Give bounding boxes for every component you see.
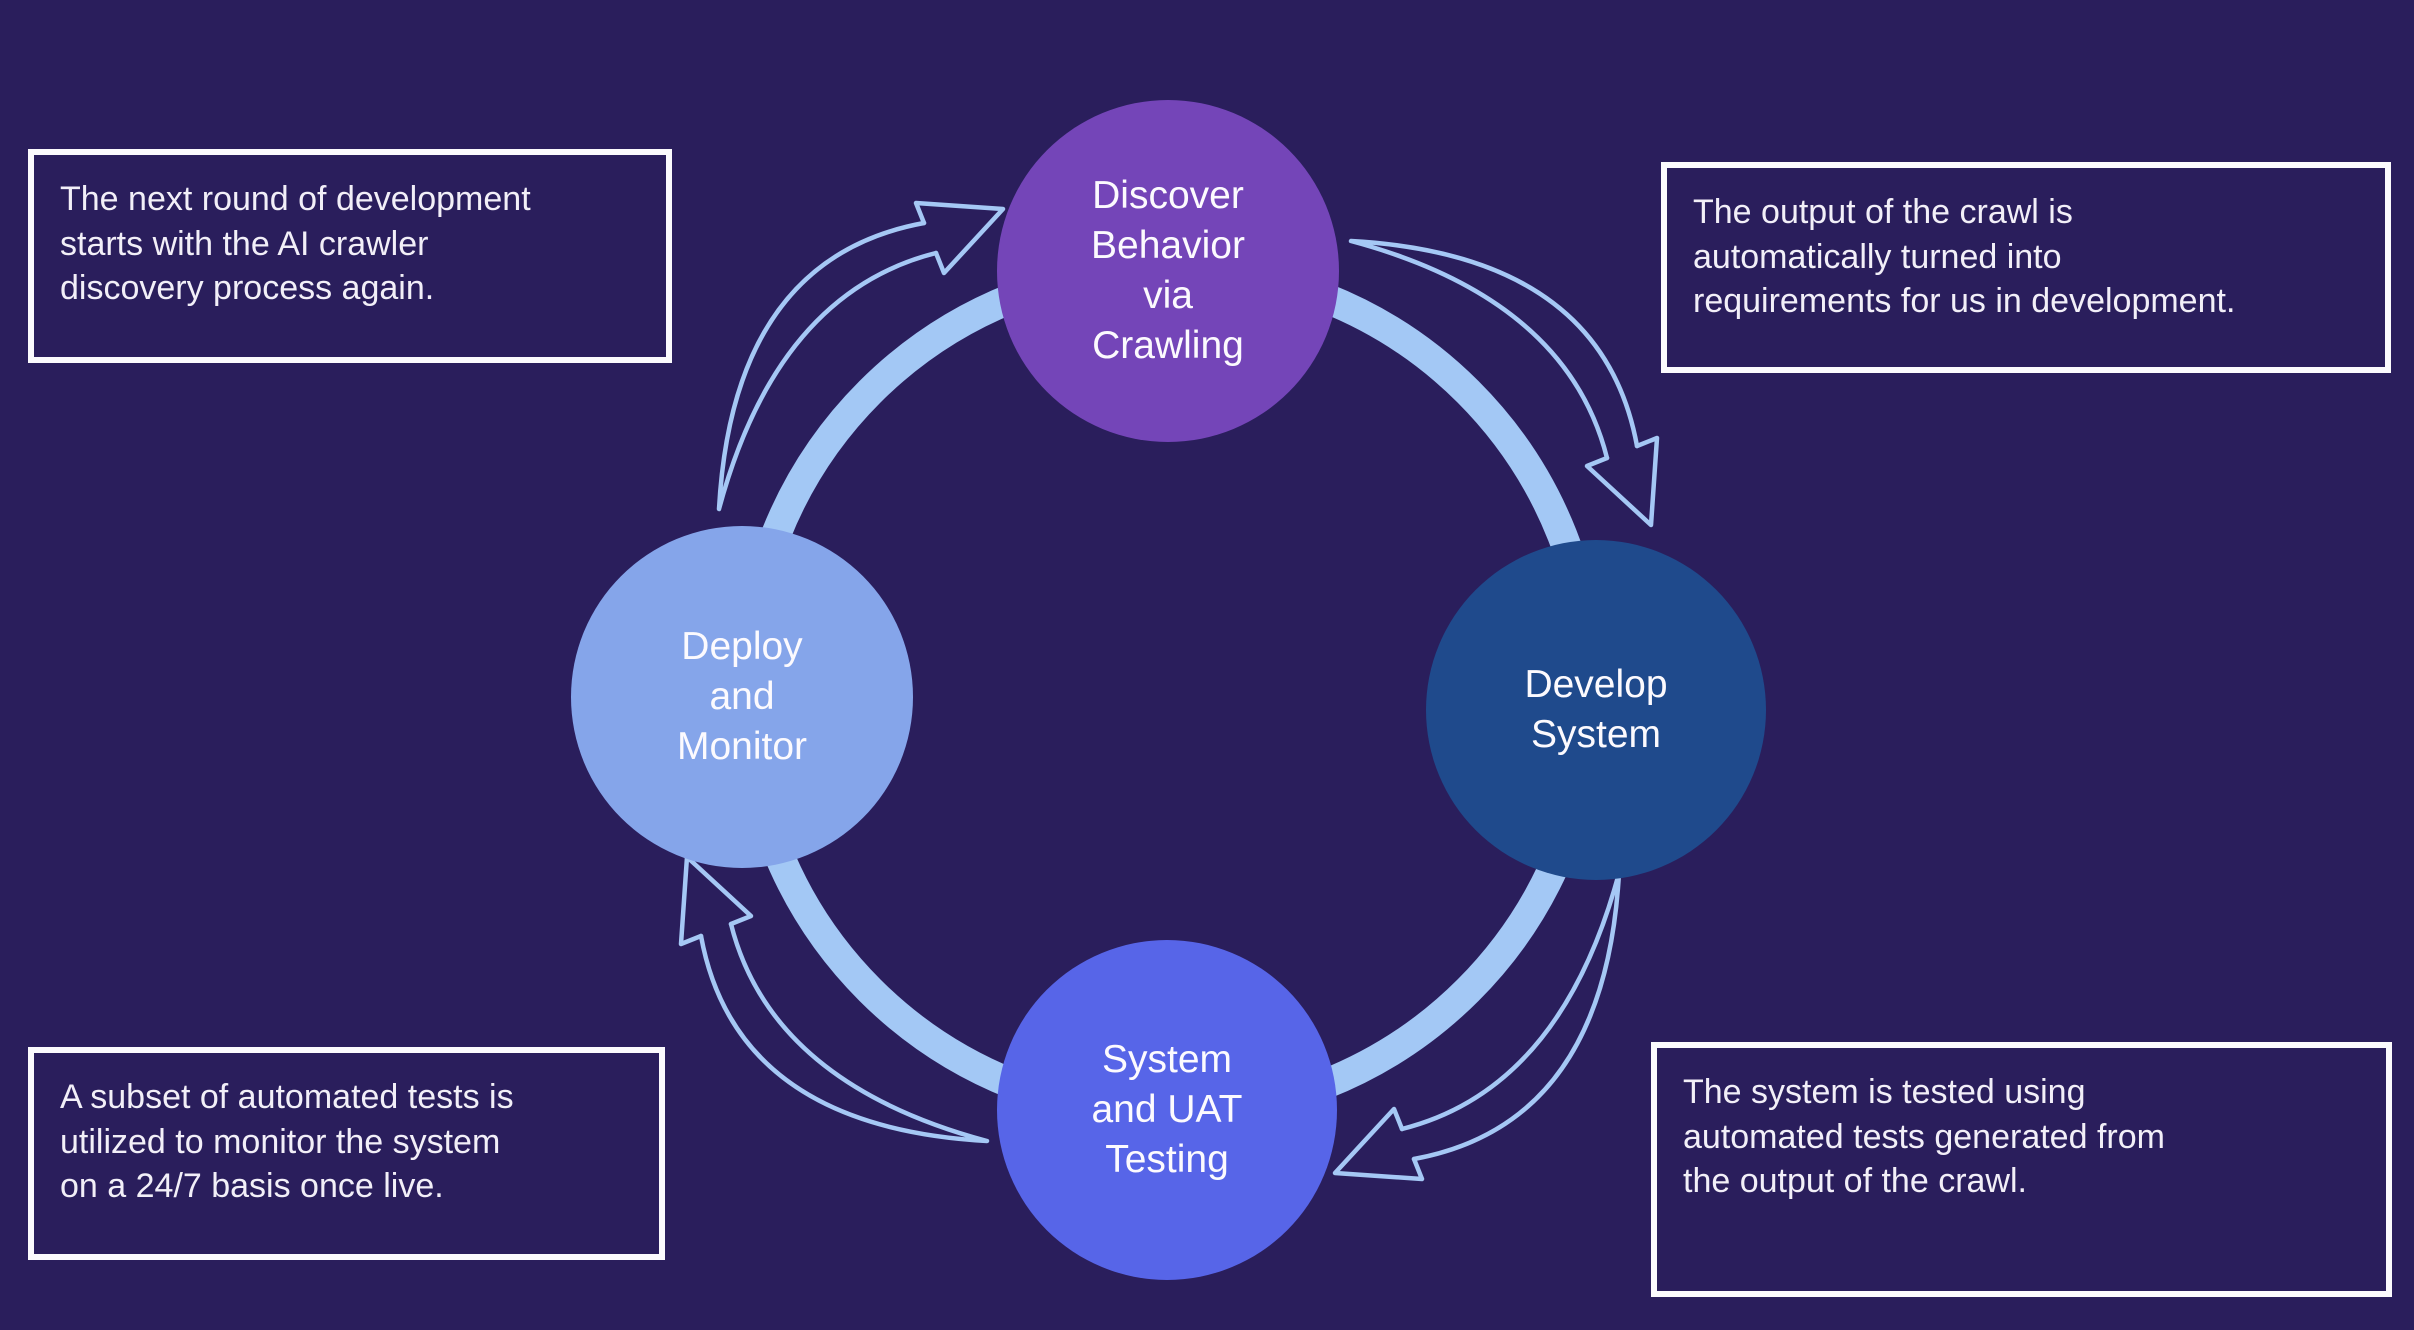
arrow-testing-to-deploy [681,857,987,1141]
note-box-top-right: The output of the crawl is automatically… [1661,162,2391,373]
note-text-bottom-left: A subset of automated tests is utilized … [60,1078,514,1205]
node-circle-testing [997,940,1337,1280]
note-box-bottom-right: The system is tested using automated tes… [1651,1042,2392,1297]
note-box-bottom-left: A subset of automated tests is utilized … [28,1047,665,1260]
arrow-deploy-to-discover [716,200,1006,512]
node-circle-develop [1426,540,1766,880]
arrow-body [716,220,939,512]
note-text-bottom-right: The system is tested using automated tes… [1683,1073,2165,1200]
arrow-discover-to-develop [1351,241,1657,525]
node-circle-discover [997,100,1339,442]
arrow-develop-to-testing [1335,873,1619,1179]
note-box-top-left: The next round of development starts wit… [28,149,672,363]
note-text-top-right: The output of the crawl is automatically… [1693,193,2236,320]
arrow-head [913,200,1006,276]
note-text-top-left: The next round of development starts wit… [60,180,531,307]
node-circle-deploy [571,526,913,868]
